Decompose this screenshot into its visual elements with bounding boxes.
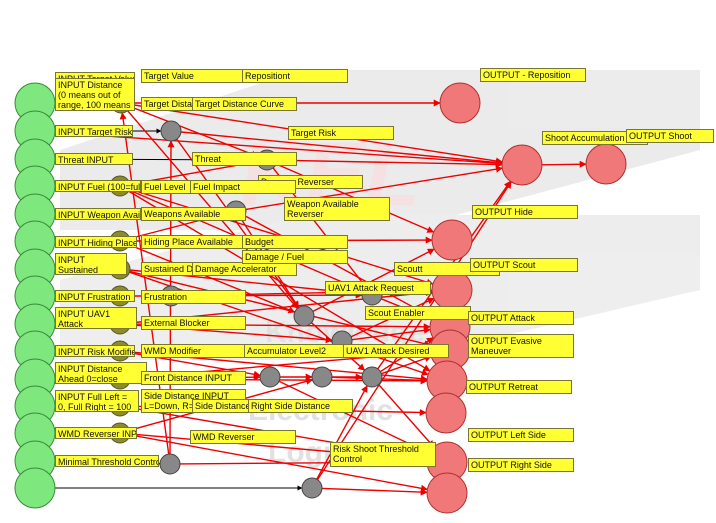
label-output-retreat: OUTPUT Retreat — [466, 380, 572, 394]
label-input-uav1-authorisation: INPUT UAV1 Attack Authorisation Blocker — [55, 307, 137, 329]
label-input-weapon-available: INPUT Weapon Available — [55, 208, 141, 220]
hidden-node-h_tr[interactable] — [160, 120, 182, 142]
label-target-risk: Target Risk — [288, 126, 394, 140]
hidden-node-h_ad[interactable] — [361, 366, 383, 388]
connection-h_ws-to-o_at — [244, 215, 434, 319]
label-input-frustration: INPUT Frustration — [55, 290, 135, 302]
label-risk-shoot-threshold: Risk Shoot Threshold Control — [330, 442, 436, 467]
label-input-target-risk: INPUT Target Risk — [55, 125, 133, 137]
label-accumulator-level2: Accumulator Level2 — [244, 344, 348, 358]
connection-o_sa-to-o_sh — [541, 160, 587, 168]
output-node-o_hide[interactable] — [431, 219, 473, 261]
label-fuel-impact: Fuel Impact — [190, 180, 296, 194]
label-output-hide: OUTPUT Hide — [472, 205, 578, 219]
label-output-attack: OUTPUT Attack — [468, 311, 574, 325]
label-front-distance-input: Front Distance INPUT — [141, 371, 246, 385]
label-uav1-attack-request: UAV1 Attack Request — [325, 281, 431, 295]
connection-h_rs-to-o_ex — [321, 487, 428, 496]
watermark-registered-icon: ® — [440, 154, 462, 187]
label-scout-enabler: Scout Enabler — [365, 306, 471, 320]
connection-h_rs-to-h_ad — [316, 385, 368, 480]
label-shoot-accumulation: Shoot Accumulation — [542, 131, 648, 145]
label-output-shoot: OUTPUT Shoot — [626, 129, 714, 143]
label-input-fuel: INPUT Fuel (100=full) — [55, 180, 141, 192]
hidden-node-h_mt[interactable] — [159, 453, 181, 475]
label-minimal-threshold: Minimal Threshold Control — [55, 455, 159, 467]
connection-h_se-to-o_at — [351, 326, 431, 341]
output-node-o_ex[interactable] — [426, 472, 468, 514]
label-hiding-place-available: Hiding Place Available — [141, 235, 247, 249]
hidden-node-h_m2[interactable] — [259, 366, 281, 388]
label-input-sustained-damage: INPUT Sustained Damage — [55, 253, 127, 275]
label-damage-accelerator: Damage Accelerator — [192, 262, 297, 276]
label-weapon-available-reverser: Weapon Available Reverser — [284, 197, 390, 221]
label-output-reposition: OUTPUT - Reposition — [480, 68, 586, 82]
label-weapons-available: Weapons Available — [141, 207, 246, 221]
label-frustration: Frustration — [141, 290, 246, 304]
label-output-evasive: OUTPUT Evasive Maneuver — [468, 334, 574, 358]
label-fuel-level: Fuel Level — [141, 180, 193, 194]
connection-h_ad-to-o_rsd — [378, 384, 435, 448]
label-threat: Threat — [192, 152, 297, 166]
connection-h_th-to-o_sa — [276, 159, 503, 168]
label-right-side-distance: Right Side Distance — [248, 399, 353, 413]
output-node-o_sc[interactable] — [431, 269, 473, 311]
label-output-left-side: OUTPUT Left Side — [468, 428, 574, 442]
label-input-distance-ahead: INPUT Distance Ahead 0=close — [55, 362, 147, 384]
hidden-node-h_rs[interactable] — [301, 477, 323, 499]
connection-h_rs-to-o_sa — [316, 181, 512, 480]
label-sustained-damage: Sustained Damage — [141, 262, 201, 276]
label-input-risk-modifier: INPUT Risk Modifier — [55, 345, 135, 357]
label-wmd-reverser-input: WMD Reverser INPUT — [55, 427, 137, 439]
connection-i1-to-o_sa — [54, 131, 503, 167]
output-node-o_ls[interactable] — [425, 392, 467, 434]
label-wmd-reverser: WMD Reverser — [190, 430, 296, 444]
connection-h_ad-to-o_ev — [381, 355, 432, 375]
label-reposition: Repositiont — [242, 69, 348, 83]
label-external-blocker: External Blocker — [141, 316, 246, 330]
label-uav1-attack-desired: UAV1 Attack Desired — [343, 344, 449, 358]
label-target-distance: Target Distance — [141, 97, 201, 111]
label-damage-fuel: Damage / Fuel — [242, 250, 348, 264]
output-node-o_rep[interactable] — [439, 82, 481, 124]
label-wmd-modifier: WMD Modifier — [141, 344, 246, 358]
hidden-node-h_m3[interactable] — [311, 366, 333, 388]
connection-h_wm-to-o_ex — [129, 434, 428, 492]
connection-h_fl-to-o_ret — [128, 190, 431, 372]
output-node-o_sh[interactable] — [585, 143, 627, 185]
label-target-value: Target Value — [141, 69, 245, 83]
connection-h_tv-to-h_th — [130, 105, 259, 158]
label-input-full-left: INPUT Full Left = 0, Full Right = 100 — [55, 390, 139, 412]
hidden-node-h_m1[interactable] — [293, 305, 315, 327]
label-output-scout: OUTPUT Scout — [470, 258, 578, 272]
label-budget: Budget — [242, 235, 348, 249]
label-input-distance: INPUT Distance (0 means out of range, 10… — [55, 78, 135, 111]
connection-h_tr-to-o_sa — [180, 131, 503, 166]
label-output-right-side: OUTPUT Right Side — [468, 458, 574, 472]
connection-h_sd-to-o_ev — [129, 270, 432, 348]
input-node-i14[interactable] — [14, 467, 56, 509]
connection-h_m1-to-o_hide — [312, 248, 435, 313]
connection-h_m2-to-o_rsd — [278, 380, 430, 454]
label-input-hiding-place: INPUT Hiding Place — [55, 236, 137, 248]
label-threat-input: Threat INPUT — [55, 153, 133, 165]
output-node-o_sa[interactable] — [501, 144, 543, 186]
label-target-distance-curve: Target Distance Curve — [192, 97, 297, 111]
